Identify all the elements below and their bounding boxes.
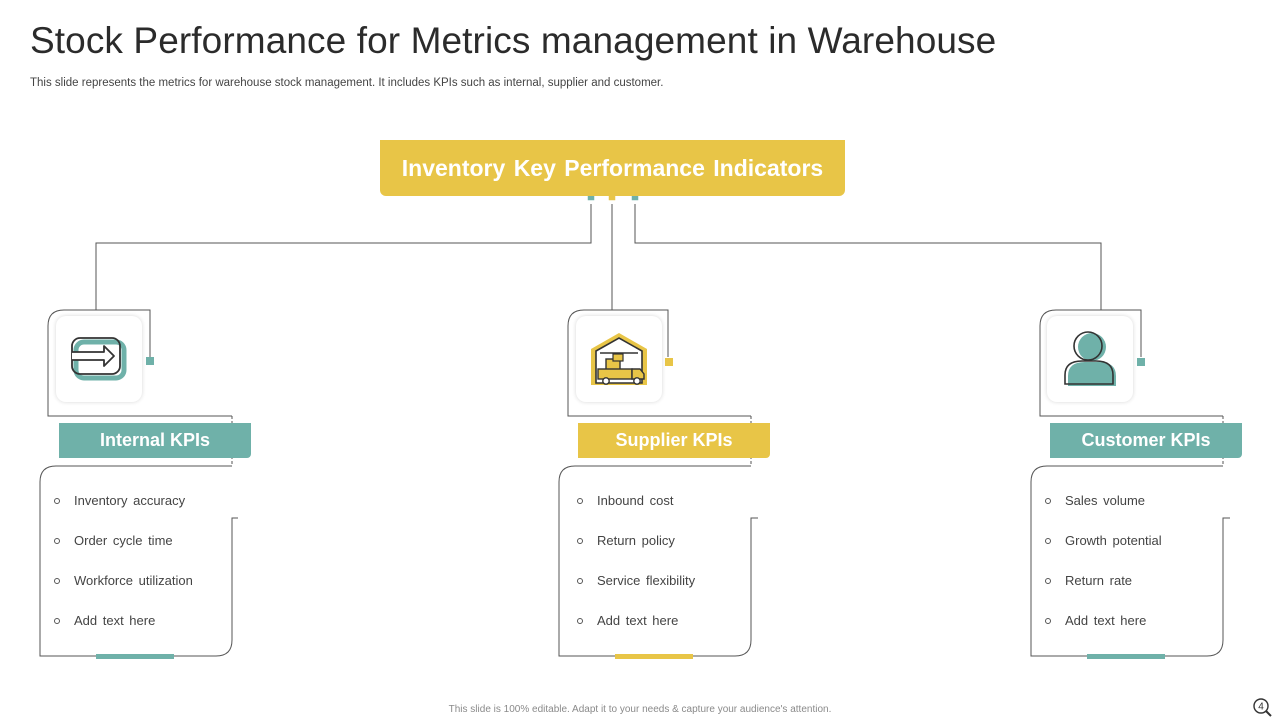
list-item: Service flexibility xyxy=(577,570,695,610)
customer-kpi-list: Sales volume Growth potential Return rat… xyxy=(1045,490,1162,650)
accent-bar-customer xyxy=(1087,654,1165,659)
list-item: Inventory accuracy xyxy=(54,490,193,530)
list-item: Return policy xyxy=(577,530,695,570)
bullet-icon xyxy=(1045,577,1051,584)
customer-icon-box xyxy=(1047,316,1133,402)
accent-dot-internal xyxy=(146,357,154,365)
list-item: Workforce utilization xyxy=(54,570,193,610)
customer-kpi-banner: Customer KPIs xyxy=(1050,423,1242,458)
bullet-icon xyxy=(577,497,583,504)
internal-kpi-banner: Internal KPIs xyxy=(59,423,251,458)
list-item: Add text here xyxy=(577,610,695,650)
list-item: Add text here xyxy=(54,610,193,650)
warehouse-truck-icon xyxy=(591,333,647,385)
footer-note: This slide is 100% editable. Adapt it to… xyxy=(448,704,832,715)
list-item: Return rate xyxy=(1045,570,1162,610)
bullet-icon xyxy=(54,537,60,544)
slide-subtitle: This slide represents the metrics for wa… xyxy=(30,77,664,89)
bullet-icon xyxy=(1045,537,1051,544)
supplier-icon-box xyxy=(576,316,662,402)
bullet-icon xyxy=(54,577,60,584)
internal-icon-box xyxy=(56,316,142,402)
bullet-icon xyxy=(54,497,60,504)
bullet-icon xyxy=(1045,617,1051,624)
list-item: Inbound cost xyxy=(577,490,695,530)
accent-bar-supplier xyxy=(615,654,693,659)
accent-bar-internal xyxy=(96,654,174,659)
supplier-kpi-banner: Supplier KPIs xyxy=(578,423,770,458)
bullet-icon xyxy=(577,577,583,584)
accent-dot-customer xyxy=(1137,358,1145,366)
bullet-icon xyxy=(577,537,583,544)
bullet-icon xyxy=(1045,497,1051,504)
bullet-icon xyxy=(577,617,583,624)
list-item: Add text here xyxy=(1045,610,1162,650)
page-number: 4 xyxy=(1258,702,1264,713)
connector-customer xyxy=(634,204,1102,310)
list-item: Growth potential xyxy=(1045,530,1162,570)
page-number-badge: 4 xyxy=(1253,698,1272,717)
customer-kpi-label: Customer KPIs xyxy=(1081,430,1211,450)
internal-kpi-list: Inventory accuracy Order cycle time Work… xyxy=(54,490,193,650)
connector-internal xyxy=(95,204,592,310)
list-item: Order cycle time xyxy=(54,530,193,570)
bullet-icon xyxy=(54,617,60,624)
user-icon xyxy=(1064,331,1116,386)
center-kpi-label: Inventory Key Performance Indicators xyxy=(401,154,824,181)
exchange-arrow-icon xyxy=(71,337,127,381)
supplier-kpi-label: Supplier KPIs xyxy=(615,430,733,450)
center-kpi-box: Inventory Key Performance Indicators xyxy=(380,140,845,196)
internal-kpi-label: Internal KPIs xyxy=(99,430,211,450)
supplier-kpi-list: Inbound cost Return policy Service flexi… xyxy=(577,490,695,650)
slide-title: Stock Performance for Metrics management… xyxy=(30,20,997,61)
accent-dot-supplier xyxy=(665,358,673,366)
list-item: Sales volume xyxy=(1045,490,1162,530)
